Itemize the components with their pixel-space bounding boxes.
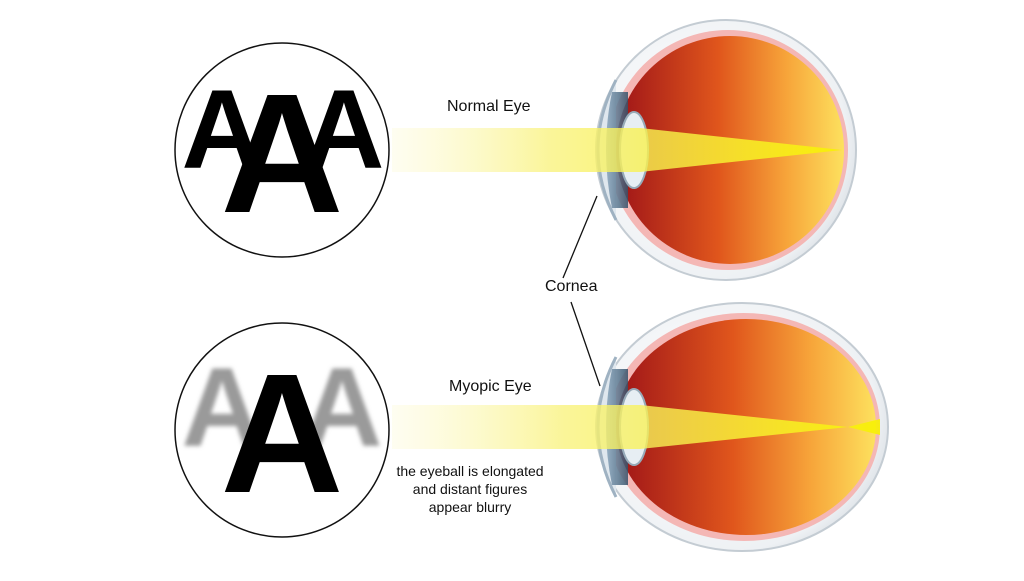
myopia-note-line-3: appear blurry (428, 499, 512, 515)
myopic-eye-label: Myopic Eye (449, 378, 532, 395)
normal-light-beam (392, 128, 842, 172)
myopic-eye-section: A A A (174, 302, 889, 552)
myopic-letter-left-blurred: A (182, 345, 263, 470)
normal-eye-label: Normal Eye (447, 98, 531, 115)
cornea-pointer-lines (562, 195, 601, 387)
normal-letter-chart: A A A (174, 42, 390, 258)
myopic-letter-center: A (221, 339, 344, 529)
normal-eye-section: A A A (174, 19, 857, 281)
myopia-note: the eyeball is elongated and distant fig… (380, 462, 560, 516)
normal-letter-right: A (304, 67, 385, 192)
normal-letter-center: A (221, 59, 344, 249)
myopic-eye-illustration (392, 302, 889, 552)
cornea-label: Cornea (545, 278, 598, 295)
myopia-note-line-2: and distant figures (412, 481, 528, 497)
normal-letter-left: A (182, 67, 263, 192)
myopic-light-beam (392, 405, 880, 449)
myopic-letter-right-blurred: A (302, 345, 383, 470)
myopic-letter-chart: A A A (174, 322, 390, 538)
myopia-note-line-1: the eyeball is elongated (396, 463, 544, 479)
normal-eye-illustration (392, 19, 857, 281)
